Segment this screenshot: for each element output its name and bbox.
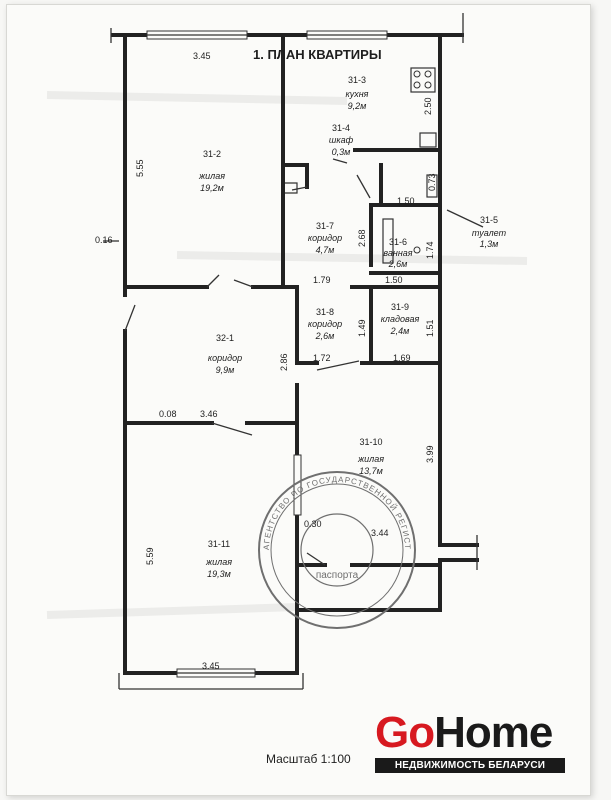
room-31-9: 31-9 кладовая 2,4м xyxy=(381,302,420,336)
dim-label: 3.45 xyxy=(193,51,211,61)
dimension-leaders xyxy=(103,158,484,242)
top-frame xyxy=(110,13,464,43)
room-name: жилая xyxy=(198,171,225,181)
dim-label: 2.86 xyxy=(279,353,289,371)
room-area: 9,2м xyxy=(348,101,367,111)
room-31-7: 31-7 коридор 4,7м xyxy=(308,221,342,255)
floor-plan-drawing: АГЕНТСТВО ПО ГОСУДАРСТВЕННОЙ РЕГИСТРАЦИИ… xyxy=(7,5,528,690)
dim-label: 1.51 xyxy=(425,319,435,337)
room-id: 31-4 xyxy=(332,123,350,133)
room-area: 1,3м xyxy=(480,239,499,249)
room-area: 4,7м xyxy=(316,245,335,255)
dim-label: 0.16 xyxy=(95,235,113,245)
room-area: 19,2м xyxy=(200,183,224,193)
dim-label: 1.74 xyxy=(425,241,435,259)
interior-walls xyxy=(123,33,442,567)
dim-label: 1.79 xyxy=(313,275,331,285)
room-31-2: 31-2 жилая 19,2м xyxy=(198,149,225,193)
scale-label: Масштаб 1:100 xyxy=(266,752,351,766)
room-31-4: 31-4 шкаф 0,3м xyxy=(329,123,354,157)
room-name: туалет xyxy=(472,228,507,238)
room-area: 2,6м xyxy=(388,259,408,269)
dim-label: 2.68 xyxy=(357,229,367,247)
dim-label: 0.30 xyxy=(304,519,322,529)
room-name: коридор xyxy=(208,353,242,363)
room-31-10: 31-10 жилая 13,7м xyxy=(357,437,384,476)
room-area: 19,3м xyxy=(207,569,231,579)
room-31-3: 31-3 кухня 9,2м xyxy=(345,75,368,111)
room-id: 31-7 xyxy=(316,221,334,231)
stove-icon xyxy=(410,67,436,93)
dim-label: 1.49 xyxy=(357,319,367,337)
room-name: шкаф xyxy=(329,135,354,145)
gohome-logo: GoHome НЕДВИЖИМОСТЬ БЕЛАРУСИ xyxy=(371,708,569,774)
room-id: 31-5 xyxy=(480,215,498,225)
room-id: 32-1 xyxy=(216,333,234,343)
dim-label: 1.50 xyxy=(385,275,403,285)
dim-label: 3.44 xyxy=(371,528,389,538)
toilet-icon xyxy=(426,174,438,198)
dim-label: 3.46 xyxy=(200,409,218,419)
room-id: 31-9 xyxy=(391,302,409,312)
logo-go: Go xyxy=(375,708,435,757)
plan-title: 1. ПЛАН КВАРТИРЫ xyxy=(253,47,382,62)
dimension-labels: 3.45 5.55 0.16 2.50 0.73 1.50 2.68 1.74 … xyxy=(95,51,437,671)
room-area: 13,7м xyxy=(359,466,383,476)
room-31-11: 31-11 жилая 19,3м xyxy=(205,539,232,579)
room-32-1: 32-1 коридор 9,9м xyxy=(208,333,242,375)
room-area: 2,6м xyxy=(315,331,335,341)
logo-home: Home xyxy=(434,708,553,757)
dim-label: 2.50 xyxy=(423,97,433,115)
dim-label: 0.08 xyxy=(159,409,177,419)
dim-label: 1.50 xyxy=(397,196,415,206)
dim-label: 0.73 xyxy=(427,173,437,191)
room-name: жилая xyxy=(205,557,232,567)
washbasin-icon xyxy=(413,246,421,254)
stamp-ring-text: АГЕНТСТВО ПО ГОСУДАРСТВЕННОЙ РЕГИСТРАЦИИ xyxy=(7,5,412,550)
room-31-6: 31-6 ванная 2,6м xyxy=(383,237,412,269)
dim-label: 5.59 xyxy=(145,547,155,565)
logo-wordmark: GoHome xyxy=(375,708,553,758)
room-31-5: 31-5 туалет 1,3м xyxy=(472,215,507,249)
dim-label: 5.55 xyxy=(135,159,145,177)
room-id: 31-11 xyxy=(208,539,230,549)
dim-label: 3.99 xyxy=(425,445,435,463)
logo-subtitle: НЕДВИЖИМОСТЬ БЕЛАРУСИ xyxy=(375,758,565,773)
room-name: коридор xyxy=(308,319,342,329)
room-name: жилая xyxy=(357,454,384,464)
paper-bleed-lines xyxy=(46,91,528,619)
exterior-walls xyxy=(118,33,479,690)
fixtures xyxy=(285,67,438,264)
dim-label: 1.72 xyxy=(313,353,331,363)
bathtub-icon xyxy=(382,218,394,264)
stamp-center-text: паспорта xyxy=(316,570,359,581)
door-swings xyxy=(124,174,371,566)
kitchen-sink-icon xyxy=(419,132,437,148)
room-area: 2,4м xyxy=(390,326,410,336)
room-area: 9,9м xyxy=(216,365,235,375)
plan-sheet: АГЕНТСТВО ПО ГОСУДАРСТВЕННОЙ РЕГИСТРАЦИИ… xyxy=(6,4,591,796)
room-name: кладовая xyxy=(381,314,420,324)
room-31-8: 31-8 коридор 2,6м xyxy=(308,307,342,341)
room-id: 31-3 xyxy=(348,75,366,85)
closet-icon xyxy=(285,182,298,194)
dim-label: 3.45 xyxy=(202,661,220,671)
room-area: 0,3м xyxy=(332,147,351,157)
room-id: 31-6 xyxy=(389,237,407,247)
room-labels: 31-2 жилая 19,2м 31-3 кухня 9,2м 31-4 шк… xyxy=(198,75,507,579)
dim-label: 1.69 xyxy=(393,353,411,363)
registration-stamp xyxy=(258,471,416,629)
room-id: 31-10 xyxy=(359,437,382,447)
room-id: 31-8 xyxy=(316,307,334,317)
room-id: 31-2 xyxy=(203,149,221,159)
room-name: ванная xyxy=(383,248,412,258)
room-name: кухня xyxy=(345,89,368,99)
room-name: коридор xyxy=(308,233,342,243)
